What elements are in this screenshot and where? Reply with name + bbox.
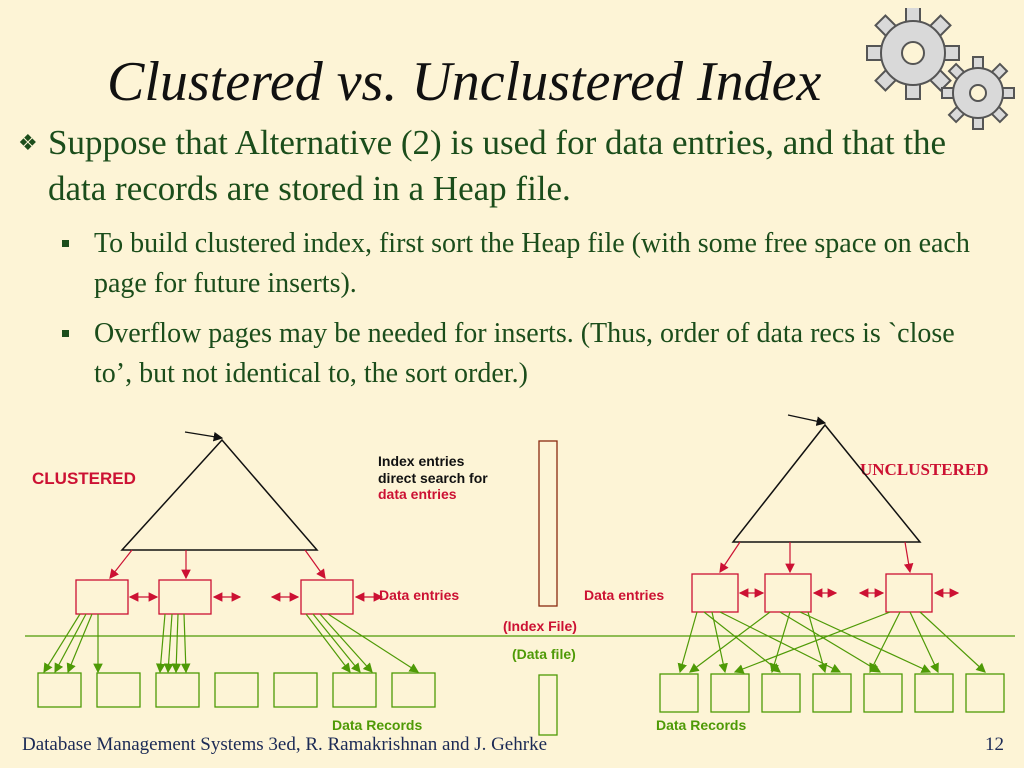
right-record-pointers xyxy=(677,611,986,674)
index-note-line-3: data entries xyxy=(378,486,457,502)
data-file-bar xyxy=(538,674,558,736)
sub-bullet-1: To build clustered index, first sort the… xyxy=(62,224,992,304)
left-data-entry-page xyxy=(300,579,354,615)
data-file-label: (Data file) xyxy=(512,646,576,662)
left-data-record-pages xyxy=(37,672,436,708)
left-data-entry-page xyxy=(75,579,129,615)
data-records-right-label: Data Records xyxy=(656,717,746,733)
left-tree-pointer xyxy=(304,549,326,579)
square-bullet-icon xyxy=(62,240,69,247)
index-file-bar xyxy=(538,440,558,607)
data-entries-right-label: Data entries xyxy=(584,587,664,603)
data-entries-left-label: Data entries xyxy=(379,587,459,603)
left-index-tree xyxy=(120,438,319,551)
footer-citation: Database Management Systems 3ed, R. Rama… xyxy=(22,734,548,755)
page-number: 12 xyxy=(985,734,1004,755)
right-data-entry-page xyxy=(885,573,933,613)
main-bullet-text: Suppose that Alternative (2) is used for… xyxy=(48,123,947,208)
left-record-pointers xyxy=(43,613,420,674)
index-note-line-1: Index entries xyxy=(378,453,465,469)
left-tree-pointer xyxy=(109,549,133,579)
unclustered-label: UNCLUSTERED xyxy=(860,460,988,479)
right-tree-pointer xyxy=(903,541,914,574)
main-bullet: ❖ Suppose that Alternative (2) is used f… xyxy=(14,120,1004,212)
right-data-entry-page xyxy=(764,573,812,613)
data-records-left-label: Data Records xyxy=(332,717,422,733)
right-tree-pointer xyxy=(719,541,741,573)
clustered-label: CLUSTERED xyxy=(32,469,136,488)
left-root-pointer xyxy=(184,431,224,442)
right-data-entry-page xyxy=(691,573,739,613)
index-file-label: (Index File) xyxy=(503,618,577,634)
left-data-entry-page xyxy=(158,579,212,615)
index-note-line-2: direct search for xyxy=(378,470,488,486)
sub-bullet-1-text: To build clustered index, first sort the… xyxy=(94,228,970,299)
sub-bullet-2-text: Overflow pages may be needed for inserts… xyxy=(94,318,955,389)
right-data-record-pages xyxy=(659,673,1005,713)
right-root-pointer xyxy=(787,414,827,426)
right-index-tree xyxy=(731,423,922,543)
square-bullet-icon xyxy=(62,330,69,337)
sub-bullet-2: Overflow pages may be needed for inserts… xyxy=(62,314,992,394)
gears-icon xyxy=(866,8,1015,130)
diamond-bullet-icon: ❖ xyxy=(18,130,38,155)
slide-title: Clustered vs. Unclustered Index xyxy=(107,51,822,113)
